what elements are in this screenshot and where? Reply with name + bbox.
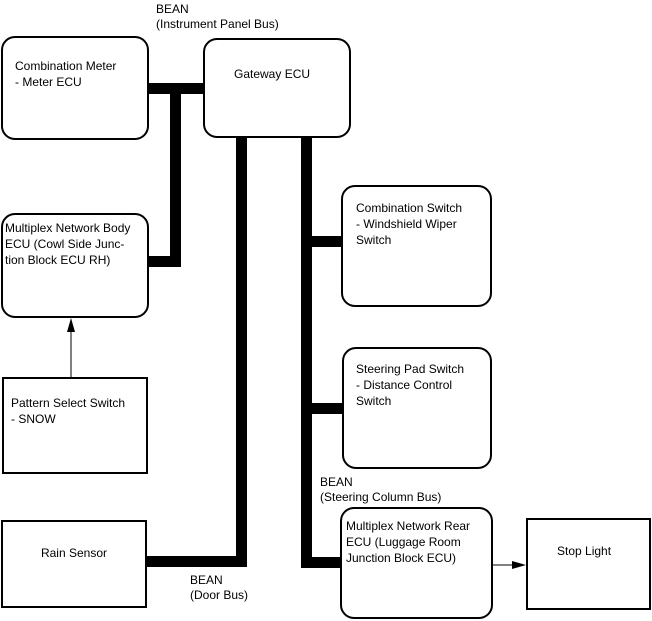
combination-switch-line1: Combination Switch: [356, 201, 463, 215]
steering-pad-line2: - Distance Control: [356, 378, 453, 392]
rain-sensor-node: Rain Sensor: [1, 520, 147, 608]
pattern-select-line2: - SNOW: [11, 412, 56, 426]
door-bus-label-line2: (Door Bus): [190, 588, 249, 602]
instrument-panel-bus-label-line2: (Instrument Panel Bus): [156, 17, 279, 31]
combination-switch-line3: Switch: [356, 233, 392, 247]
arrow-rear-to-stoplight-head: [512, 561, 526, 569]
pattern-select-line1: Pattern Select Switch: [11, 396, 126, 410]
body-ecu-bus-stub: [147, 256, 181, 267]
instrument-panel-bus-vertical: [170, 83, 181, 267]
arrow-pattern-to-body-head: [67, 318, 75, 332]
combination-switch-line2: - Windshield Wiper: [356, 217, 457, 231]
steering-column-bus-label-line2: (Steering Column Bus): [320, 490, 442, 504]
rear-ecu-node: [340, 507, 493, 619]
steering-column-bus-vertical: [301, 136, 312, 568]
rear-ecu-line1: Multiplex Network Rear: [346, 519, 471, 533]
pattern-select-switch-node: [2, 377, 148, 474]
steering-pad-line1: Steering Pad Switch: [356, 362, 465, 376]
door-bus-horizontal: [145, 556, 247, 567]
body-ecu-line1: Multiplex Network Body: [5, 221, 131, 235]
body-ecu-node: [1, 213, 149, 318]
gateway-ecu-node: [203, 38, 351, 138]
steering-bus-stub-rear-ecu: [301, 557, 343, 568]
combination-meter-line2: - Meter ECU: [15, 75, 82, 89]
body-ecu-line3: tion Block ECU RH): [5, 253, 111, 267]
combination-meter-line1: Combination Meter: [15, 59, 117, 73]
stop-light-node: [526, 518, 651, 610]
instrument-panel-bus-label-line1: BEAN: [156, 2, 189, 16]
gateway-ecu-label: Gateway ECU: [234, 67, 311, 81]
stop-light-label: Stop Light: [557, 544, 612, 558]
door-bus-label-line1: BEAN: [190, 573, 223, 587]
rear-ecu-line3: Junction Block ECU): [346, 551, 457, 565]
rear-ecu-line2: ECU (Luggage Room: [346, 535, 461, 549]
steering-pad-line3: Switch: [356, 394, 392, 408]
steering-column-bus-label-line1: BEAN: [320, 475, 353, 489]
door-bus-vertical: [236, 136, 247, 567]
rain-sensor-label: Rain Sensor: [40, 546, 108, 560]
steering-pad-switch-node: [342, 347, 492, 469]
combination-switch-node: [341, 185, 492, 307]
steering-bus-stub-combination-switch: [301, 236, 343, 247]
combination-meter-node: [1, 36, 149, 140]
body-ecu-line2: ECU (Cowl Side Junc-: [5, 237, 125, 251]
steering-bus-stub-steering-pad: [301, 403, 343, 414]
